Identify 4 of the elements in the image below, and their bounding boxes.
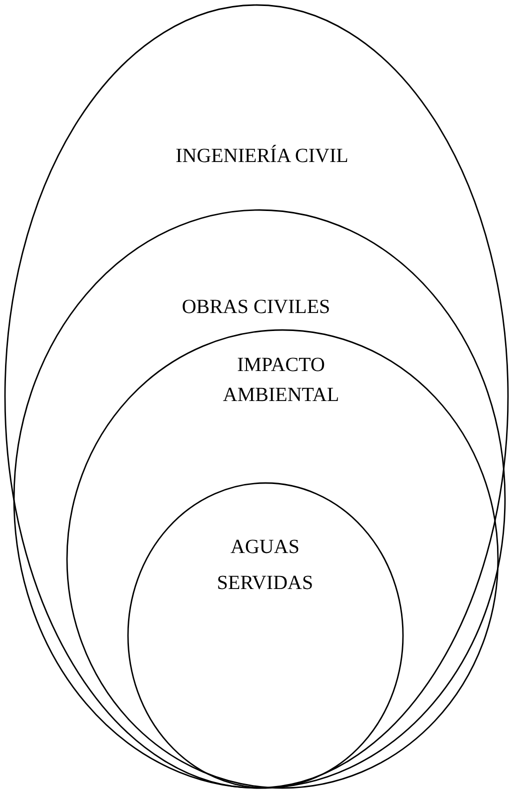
oval-label: IMPACTO AMBIENTAL (222, 353, 340, 408)
oval-label: INGENIERÍA CIVIL (174, 144, 350, 169)
oval-label: OBRAS CIVILES (180, 295, 332, 320)
oval-label: AGUAS SERVIDAS (216, 535, 314, 596)
